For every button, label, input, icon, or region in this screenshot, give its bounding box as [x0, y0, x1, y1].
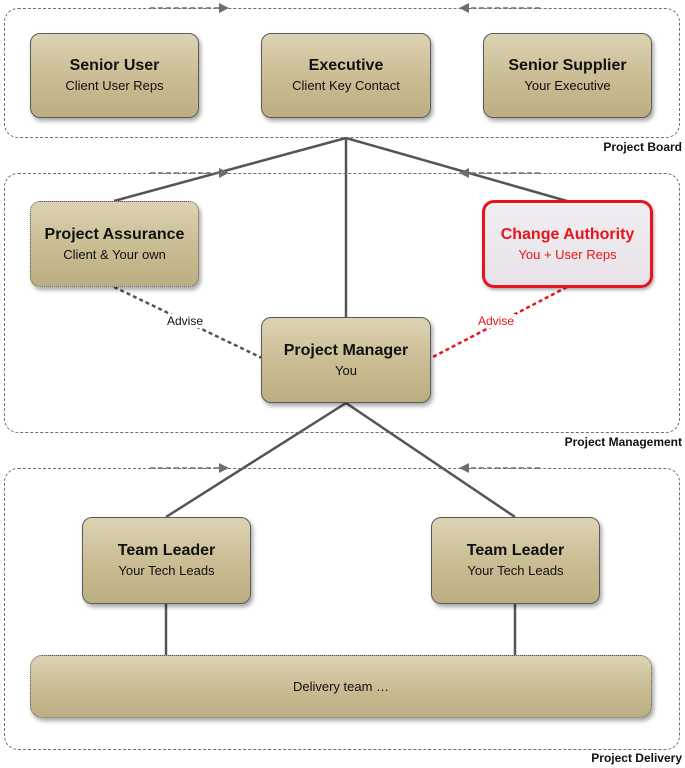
senior-user-node[interactable]: Senior User Client User Reps — [30, 33, 199, 118]
team-leader-node-1[interactable]: Team Leader Your Tech Leads — [82, 517, 251, 604]
project-assurance-subtitle: Client & Your own — [63, 246, 166, 262]
advise-link-change — [430, 285, 568, 360]
team-leader-1-title: Team Leader — [117, 542, 216, 559]
advise-label-left: Advise — [165, 314, 206, 328]
project-board-label: Project Board — [603, 140, 682, 154]
project-management-group — [4, 173, 680, 433]
senior-supplier-subtitle: Your Executive — [524, 78, 611, 93]
delivery-team-label: Delivery team … — [292, 679, 390, 694]
senior-user-title: Senior User — [69, 57, 160, 74]
project-board-group — [4, 8, 680, 138]
connector-manager-to-leader-1 — [165, 401, 347, 519]
change-authority-title: Change Authority — [500, 225, 635, 243]
team-leader-node-2[interactable]: Team Leader Your Tech Leads — [431, 517, 600, 604]
delivery-team-node[interactable]: Delivery team … — [30, 655, 652, 718]
team-leader-2-title: Team Leader — [466, 542, 565, 559]
project-manager-node[interactable]: Project Manager You — [261, 317, 431, 403]
connector-executive-to-assurance — [113, 136, 347, 203]
change-authority-subtitle: You + User Reps — [518, 246, 617, 262]
team-leader-2-subtitle: Your Tech Leads — [467, 563, 564, 578]
project-assurance-title: Project Assurance — [44, 225, 185, 243]
executive-title: Executive — [308, 57, 384, 74]
advise-label-right: Advise — [476, 314, 517, 328]
connector-executive-to-change — [345, 136, 568, 203]
senior-supplier-node[interactable]: Senior Supplier Your Executive — [483, 33, 652, 118]
senior-user-subtitle: Client User Reps — [65, 78, 164, 93]
team-leader-1-subtitle: Your Tech Leads — [118, 563, 215, 578]
executive-node[interactable]: Executive Client Key Contact — [261, 33, 431, 118]
senior-supplier-title: Senior Supplier — [508, 57, 627, 74]
advise-link-assurance — [113, 285, 263, 360]
project-manager-subtitle: You — [335, 362, 357, 378]
project-management-label: Project Management — [564, 435, 682, 449]
change-authority-node[interactable]: Change Authority You + User Reps — [482, 200, 653, 288]
project-delivery-label: Project Delivery — [591, 751, 682, 765]
project-delivery-group — [4, 468, 680, 750]
project-manager-title: Project Manager — [283, 341, 409, 359]
project-assurance-node[interactable]: Project Assurance Client & Your own — [30, 201, 199, 287]
executive-subtitle: Client Key Contact — [292, 78, 400, 93]
connector-manager-to-leader-2 — [345, 401, 516, 519]
